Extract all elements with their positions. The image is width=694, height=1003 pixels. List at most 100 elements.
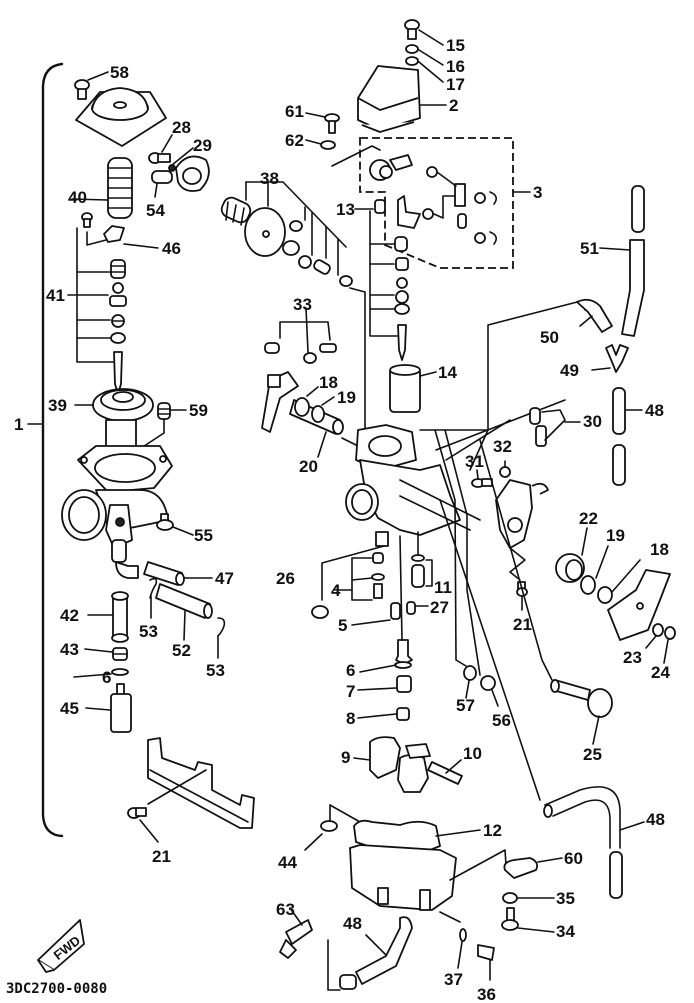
callout-16: 16: [446, 57, 465, 76]
part-31-32: [471, 460, 511, 488]
part-left-carb-body: [61, 445, 173, 579]
callout-63: 63: [276, 900, 295, 919]
part-33-group: [261, 307, 337, 433]
callout-39: 39: [48, 396, 67, 415]
callout-47: 47: [215, 569, 234, 588]
callout-31: 31: [465, 452, 484, 471]
callout-11: 11: [434, 578, 452, 597]
callout-41: 41: [46, 286, 65, 305]
callout-1: 1: [14, 415, 23, 434]
callout-9: 9: [341, 748, 350, 767]
part-56-57: [434, 429, 499, 707]
part-38-group: [220, 181, 379, 456]
part-25-plunger: [479, 439, 613, 745]
part-13-stack: [354, 199, 410, 361]
callout-7: 7: [346, 682, 355, 701]
callout-60: 60: [564, 849, 583, 868]
callout-20: 20: [299, 457, 318, 476]
callout-15: 15: [446, 36, 465, 55]
part-28-29-54: [148, 134, 210, 198]
callout-13: 13: [336, 200, 355, 219]
callout-36: 36: [477, 985, 496, 1003]
callout-19: 19: [337, 388, 356, 407]
part-14-slide: [389, 364, 437, 413]
part-12-float-bowl: [304, 804, 507, 911]
part-60-35-34: [501, 857, 563, 933]
callout-30: 30: [583, 412, 602, 431]
callout-14: 14: [438, 363, 457, 382]
callout-labels: 1 2 3 4 5 6 6 7 8 9 10 11 12 13 14 15 16…: [14, 36, 670, 1003]
callout-42: 42: [60, 606, 79, 625]
callout-26: 26: [276, 569, 295, 588]
callout-48-upper: 48: [645, 401, 664, 420]
part-48-lower-hose: [279, 907, 413, 991]
callout-50: 50: [540, 328, 559, 347]
part-top-cover: [75, 87, 167, 147]
part-61-62: [305, 112, 381, 167]
callout-53-left: 53: [139, 622, 158, 641]
part-jets-stack: [311, 535, 429, 721]
callout-24: 24: [651, 663, 670, 682]
callout-27: 27: [430, 598, 449, 617]
part-48-vent-hose: [439, 499, 645, 899]
callout-3: 3: [533, 183, 542, 202]
callout-35: 35: [556, 889, 575, 908]
part-41-46-stack: [67, 212, 159, 395]
callout-56: 56: [492, 711, 511, 730]
callout-55: 55: [194, 526, 213, 545]
callout-38: 38: [260, 169, 279, 188]
callout-23: 23: [623, 648, 642, 667]
callout-37: 37: [444, 970, 463, 989]
callout-17: 17: [446, 75, 465, 94]
callout-59: 59: [189, 401, 208, 420]
callout-54: 54: [146, 201, 165, 220]
callout-34: 34: [556, 922, 575, 941]
part-22-24-group: [555, 527, 676, 664]
callout-46: 46: [162, 239, 181, 258]
callout-28: 28: [172, 118, 191, 137]
callout-53-right: 53: [206, 661, 225, 680]
part-bracket: [127, 737, 255, 843]
callout-5: 5: [338, 616, 347, 635]
callout-8: 8: [346, 709, 355, 728]
callout-32: 32: [493, 437, 512, 456]
callout-49: 49: [560, 361, 579, 380]
callout-6: 6: [346, 661, 355, 680]
callout-25: 25: [583, 745, 602, 764]
callout-62: 62: [285, 131, 304, 150]
part-15-17-2: [357, 19, 447, 133]
part-58-screw: [74, 71, 109, 100]
assembly-bracket: [27, 62, 64, 838]
callout-21-right: 21: [513, 615, 532, 634]
callout-6-left: 6: [102, 668, 111, 687]
callout-19-right: 19: [606, 526, 625, 545]
fwd-arrow-icon: FWD: [37, 919, 85, 973]
drawing-code: 3DC2700-0080: [6, 981, 107, 997]
part-30-screw-set: [529, 407, 581, 447]
callout-33: 33: [293, 295, 312, 314]
callout-40: 40: [68, 188, 87, 207]
part-choke-plate: [495, 479, 549, 581]
part-18-20-shaft: [289, 386, 359, 458]
callout-4: 4: [331, 581, 341, 600]
callout-52: 52: [172, 641, 191, 660]
callout-61: 61: [285, 102, 304, 121]
callout-18: 18: [319, 373, 338, 392]
callout-18-right: 18: [650, 540, 669, 559]
callout-12: 12: [483, 821, 502, 840]
part-36-37: [439, 911, 495, 981]
part-40-spring: [71, 157, 133, 219]
part-55-screw: [156, 513, 194, 536]
callout-44: 44: [278, 853, 297, 872]
callout-22: 22: [579, 509, 598, 528]
part-9-float: [353, 736, 463, 793]
callout-45: 45: [60, 699, 79, 718]
callout-29: 29: [193, 136, 212, 155]
callout-43: 43: [60, 640, 79, 659]
part-48-51-hoses: [576, 185, 645, 486]
callout-48-vent: 48: [646, 810, 665, 829]
part-47-52-tubes: [143, 561, 226, 659]
callout-48-lower: 48: [343, 914, 362, 933]
callout-57: 57: [456, 696, 475, 715]
